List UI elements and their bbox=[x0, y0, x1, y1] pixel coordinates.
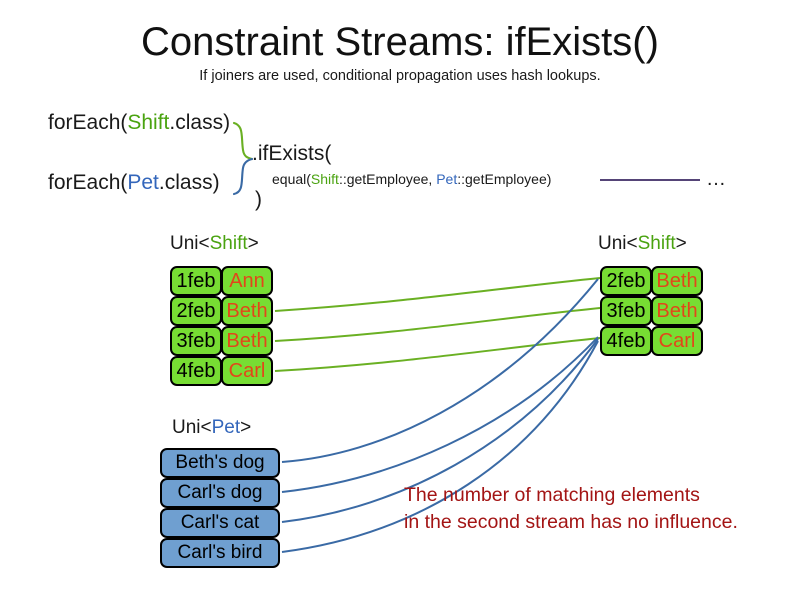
label-prefix: Uni< bbox=[170, 233, 210, 254]
label-suffix: > bbox=[247, 233, 259, 254]
label-type: Shift bbox=[209, 233, 248, 254]
list-item[interactable]: Carl's cat bbox=[160, 508, 280, 538]
shift-employee-cell: Ann bbox=[221, 266, 273, 296]
joiner-prefix: equal( bbox=[272, 171, 311, 187]
connector-pet-carls-dog bbox=[281, 336, 599, 493]
shift-employee-cell: Beth bbox=[651, 266, 703, 296]
pet-name-cell: Carl's cat bbox=[160, 508, 280, 538]
shift-date-cell: 3feb bbox=[600, 296, 652, 326]
shift-date-cell: 4feb bbox=[600, 326, 652, 356]
page-title: Constraint Streams: ifExists() bbox=[141, 20, 659, 64]
shift-employee-cell: Beth bbox=[221, 296, 273, 326]
shift-date-cell: 2feb bbox=[600, 266, 652, 296]
code-foreach-pet: forEach(Pet.class) bbox=[48, 170, 220, 196]
list-item[interactable]: Beth's dog bbox=[160, 448, 280, 478]
label-uni-shift-right: Uni<Shift> bbox=[598, 232, 687, 256]
joiner-left-ref: ::getEmployee, bbox=[338, 171, 437, 187]
label-uni-shift-left: Uni<Shift> bbox=[170, 232, 259, 256]
foreach-shift-type: Shift bbox=[127, 111, 170, 134]
connector-shift-2feb bbox=[274, 277, 601, 312]
table-row[interactable]: 3feb Beth bbox=[600, 296, 703, 326]
label-type: Pet bbox=[211, 417, 241, 438]
shift-employee-cell: Beth bbox=[221, 326, 273, 356]
connector-shift-3feb bbox=[274, 307, 601, 342]
label-uni-pet: Uni<Pet> bbox=[172, 416, 251, 440]
shift-date-cell: 3feb bbox=[170, 326, 222, 356]
shift-employee-cell: Carl bbox=[651, 326, 703, 356]
foreach-shift-suffix: .class) bbox=[169, 111, 231, 134]
code-ellipsis: … bbox=[706, 168, 727, 190]
annotation-note: The number of matching elements in the s… bbox=[404, 482, 738, 536]
foreach-shift-prefix: forEach( bbox=[48, 111, 128, 134]
code-joiner-equal: equal(Shift::getEmployee, Pet::getEmploy… bbox=[272, 170, 551, 188]
shift-date-cell: 2feb bbox=[170, 296, 222, 326]
label-type: Shift bbox=[637, 233, 676, 254]
shift-employee-cell: Beth bbox=[651, 296, 703, 326]
joiner-left-type: Shift bbox=[310, 171, 339, 187]
connector-pet-beths-dog bbox=[281, 278, 599, 463]
shift-date-cell: 4feb bbox=[170, 356, 222, 386]
annotation-line-1: The number of matching elements bbox=[404, 484, 700, 506]
code-ifexists-call: .ifExists( bbox=[252, 142, 332, 165]
joiner-right-ref: ::getEmployee) bbox=[457, 171, 552, 187]
foreach-pet-prefix: forEach( bbox=[48, 171, 128, 194]
list-item[interactable]: Carl's bird bbox=[160, 538, 280, 568]
table-row[interactable]: 2feb Beth bbox=[600, 266, 703, 296]
label-prefix: Uni< bbox=[598, 233, 638, 254]
list-item[interactable]: Carl's dog bbox=[160, 478, 280, 508]
foreach-pet-suffix: .class) bbox=[158, 171, 220, 194]
shift-employee-cell: Carl bbox=[221, 356, 273, 386]
table-row[interactable]: 3feb Beth bbox=[170, 326, 273, 356]
foreach-pet-type: Pet bbox=[127, 171, 159, 194]
table-row[interactable]: 4feb Carl bbox=[170, 356, 273, 386]
shift-date-cell: 1feb bbox=[170, 266, 222, 296]
code-closing-paren: ) bbox=[255, 188, 262, 211]
joiner-right-type: Pet bbox=[436, 171, 458, 187]
label-prefix: Uni< bbox=[172, 417, 212, 438]
pet-name-cell: Beth's dog bbox=[160, 448, 280, 478]
pet-name-cell: Carl's dog bbox=[160, 478, 280, 508]
table-row[interactable]: 1feb Ann bbox=[170, 266, 273, 296]
label-suffix: > bbox=[675, 233, 687, 254]
table-row[interactable]: 2feb Beth bbox=[170, 296, 273, 326]
brace-shift-half bbox=[232, 121, 254, 161]
code-foreach-shift: forEach(Shift.class) bbox=[48, 110, 230, 136]
label-suffix: > bbox=[240, 417, 252, 438]
connector-shift-4feb bbox=[274, 337, 601, 372]
annotation-line-2: in the second stream has no influence. bbox=[404, 511, 738, 533]
page-subtitle: If joiners are used, conditional propaga… bbox=[199, 68, 601, 84]
pet-name-cell: Carl's bird bbox=[160, 538, 280, 568]
table-row[interactable]: 4feb Carl bbox=[600, 326, 703, 356]
brace-pet-half bbox=[232, 157, 254, 196]
